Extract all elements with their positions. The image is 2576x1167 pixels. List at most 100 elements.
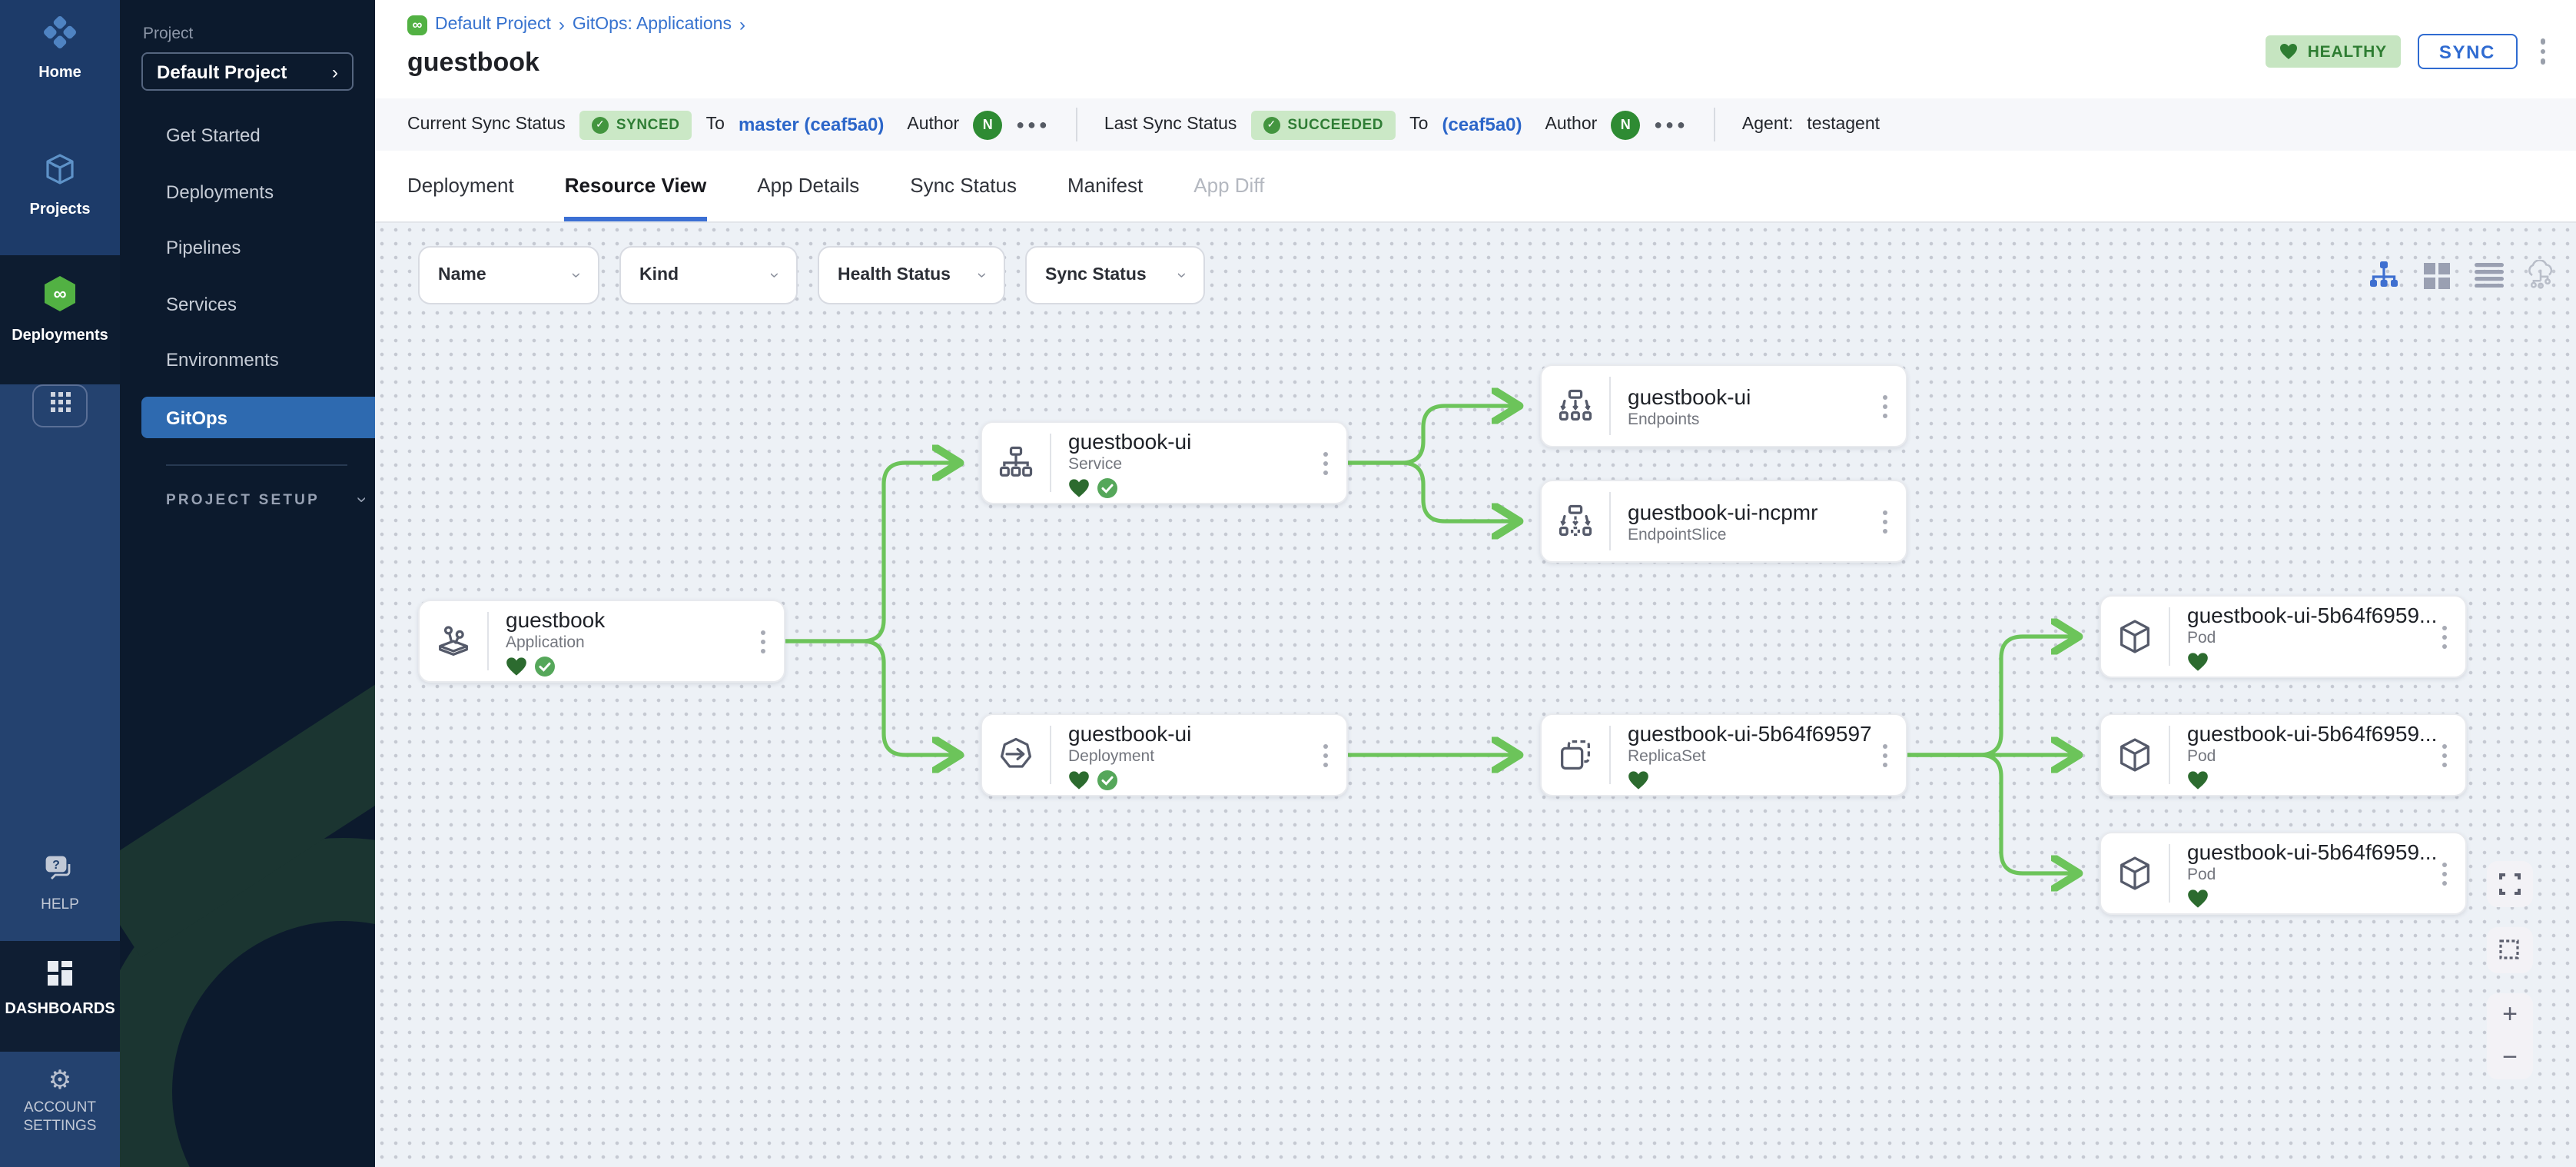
deployments-icon: ∞ xyxy=(40,274,80,321)
zoom-control: + − xyxy=(2487,993,2533,1079)
rail-item-account-settings[interactable]: ⚙ ACCOUNT SETTINGS xyxy=(0,1067,120,1135)
header-kebab-menu[interactable] xyxy=(2534,36,2551,68)
healthy-heart-icon xyxy=(506,656,527,676)
selection-box-icon xyxy=(2499,939,2521,961)
resource-node-pod-3[interactable]: guestbook-ui-5b64f6959... Pod xyxy=(2100,832,2467,915)
node-kebab-menu[interactable] xyxy=(1320,740,1331,770)
node-kebab-menu[interactable] xyxy=(1880,740,1891,770)
node-kind: Pod xyxy=(2187,865,2439,883)
nav-item-get-started[interactable]: Get Started xyxy=(166,120,261,151)
selection-mode-button[interactable] xyxy=(2487,927,2533,973)
sync-status-bar: Current Sync Status ✓ SYNCED To master (… xyxy=(375,98,2576,151)
filter-kind-label: Kind xyxy=(639,266,679,284)
nav-item-pipelines[interactable]: Pipelines xyxy=(166,232,241,263)
node-kebab-menu[interactable] xyxy=(1880,507,1891,536)
node-kebab-menu[interactable] xyxy=(2439,622,2450,651)
tab-deployment[interactable]: Deployment xyxy=(407,151,514,221)
grid-view-icon[interactable] xyxy=(2421,260,2452,291)
filter-name-dropdown[interactable]: Name › xyxy=(418,246,599,304)
current-target-link[interactable]: master (ceaf5a0) xyxy=(739,114,884,135)
nav-item-gitops-active[interactable]: GitOps xyxy=(141,397,375,438)
tab-app-details[interactable]: App Details xyxy=(757,151,859,221)
module-switcher-button[interactable] xyxy=(32,384,88,427)
node-kind: Service xyxy=(1068,454,1320,473)
node-title: guestbook-ui xyxy=(1628,384,1880,408)
succeeded-badge: ✓ SUCCEEDED xyxy=(1250,110,1396,139)
resource-node-pod-2[interactable]: guestbook-ui-5b64f6959... Pod xyxy=(2100,713,2467,796)
pod-icon xyxy=(2101,735,2169,775)
filter-sync-status-dropdown[interactable]: Sync Status › xyxy=(1025,246,1205,304)
tree-view-icon[interactable] xyxy=(2369,260,2399,291)
resource-node-pod-1[interactable]: guestbook-ui-5b64f6959... Pod xyxy=(2100,595,2467,678)
resource-node-deployment[interactable]: guestbook-ui Deployment xyxy=(981,713,1348,796)
nav-divider xyxy=(166,464,347,466)
tab-manifest[interactable]: Manifest xyxy=(1067,151,1143,221)
current-sync-label: Current Sync Status xyxy=(407,115,566,134)
node-kind: Application xyxy=(506,633,758,651)
tab-resource-view[interactable]: Resource View xyxy=(565,151,707,221)
zoom-in-button[interactable]: + xyxy=(2487,1004,2533,1026)
nav-item-deployments[interactable]: Deployments xyxy=(166,177,274,208)
main-content: ∞ Default Project › GitOps: Applications… xyxy=(375,0,2576,1167)
node-kebab-menu[interactable] xyxy=(1880,391,1891,421)
deployment-icon xyxy=(982,735,1050,775)
rail-item-dashboards[interactable]: DASHBOARDS xyxy=(0,959,120,1018)
rail-account-label-line2: SETTINGS xyxy=(23,1118,96,1135)
synced-check-icon xyxy=(1097,477,1117,497)
author-avatar: N xyxy=(973,110,1002,139)
resource-node-endpointslice[interactable]: guestbook-ui-ncpmr EndpointSlice xyxy=(1540,480,1907,563)
node-title: guestbook-ui-ncpmr xyxy=(1628,499,1880,524)
sync-button-label: SYNC xyxy=(2439,41,2495,62)
zoom-out-button[interactable]: − xyxy=(2487,1047,2533,1069)
rail-dashboards-label: DASHBOARDS xyxy=(5,1001,115,1018)
gitops-breadcrumb-icon: ∞ xyxy=(407,15,427,35)
node-kebab-menu[interactable] xyxy=(2439,859,2450,888)
filter-sync-label: Sync Status xyxy=(1045,266,1147,284)
resource-node-replicaset[interactable]: guestbook-ui-5b64f69597 ReplicaSet xyxy=(1540,713,1907,796)
sync-button[interactable]: SYNC xyxy=(2418,34,2517,69)
page-header: ∞ Default Project › GitOps: Applications… xyxy=(375,0,2576,98)
rail-account-label-line1: ACCOUNT xyxy=(24,1099,96,1116)
resource-node-service[interactable]: guestbook-ui Service xyxy=(981,421,1348,504)
node-kebab-menu[interactable] xyxy=(1320,448,1331,477)
resource-tree-canvas[interactable]: Name › Kind › Health Status › Sync Statu… xyxy=(375,223,2576,1167)
nav-item-environments[interactable]: Environments xyxy=(166,344,279,375)
rail-item-help[interactable]: ? HELP xyxy=(0,855,120,913)
filter-health-status-dropdown[interactable]: Health Status › xyxy=(818,246,1005,304)
nav-item-services[interactable]: Services xyxy=(166,289,237,320)
last-target-link[interactable]: (ceaf5a0) xyxy=(1442,114,1522,135)
commit-more-menu-2[interactable]: ●●● xyxy=(1654,117,1688,132)
healthy-heart-icon xyxy=(1068,477,1090,497)
commit-more-menu[interactable]: ●●● xyxy=(1016,117,1051,132)
project-selector[interactable]: Default Project › xyxy=(141,52,354,91)
fullscreen-button[interactable] xyxy=(2487,861,2533,907)
resource-node-application[interactable]: guestbook Application xyxy=(418,600,785,683)
filter-kind-dropdown[interactable]: Kind › xyxy=(619,246,798,304)
healthy-heart-icon xyxy=(1068,770,1090,790)
rail-item-deployments[interactable]: ∞ Deployments xyxy=(0,274,120,344)
chevron-down-icon: › xyxy=(352,497,373,503)
list-view-icon[interactable] xyxy=(2473,260,2504,291)
tab-sync-status[interactable]: Sync Status xyxy=(910,151,1017,221)
cluster-view-icon[interactable] xyxy=(2525,260,2556,291)
tree-edges xyxy=(375,223,2576,1167)
filter-bar: Name › Kind › Health Status › Sync Statu… xyxy=(418,246,1205,304)
health-status-badge: HEALTHY xyxy=(2266,35,2401,68)
home-icon xyxy=(41,14,78,58)
projects-icon xyxy=(41,151,78,195)
rail-item-projects[interactable]: Projects xyxy=(0,151,120,218)
rail-item-home[interactable]: Home xyxy=(0,14,120,81)
node-kebab-menu[interactable] xyxy=(758,627,768,656)
node-kind: Pod xyxy=(2187,628,2439,647)
project-setup-toggle[interactable]: PROJECT SETUP › xyxy=(166,489,366,510)
svg-text:∞: ∞ xyxy=(53,284,66,304)
rail-deployments-label: Deployments xyxy=(12,327,108,344)
succeeded-badge-label: SUCCEEDED xyxy=(1287,116,1383,133)
application-icon xyxy=(420,621,487,661)
breadcrumb-project-link[interactable]: Default Project xyxy=(435,15,551,34)
author-label-2: Author xyxy=(1545,115,1598,134)
node-kebab-menu[interactable] xyxy=(2439,740,2450,770)
breadcrumb-section-link[interactable]: GitOps: Applications xyxy=(573,15,732,34)
node-title: guestbook-ui-5b64f69597 xyxy=(1628,720,1880,745)
resource-node-endpoints[interactable]: guestbook-ui Endpoints xyxy=(1540,364,1907,447)
